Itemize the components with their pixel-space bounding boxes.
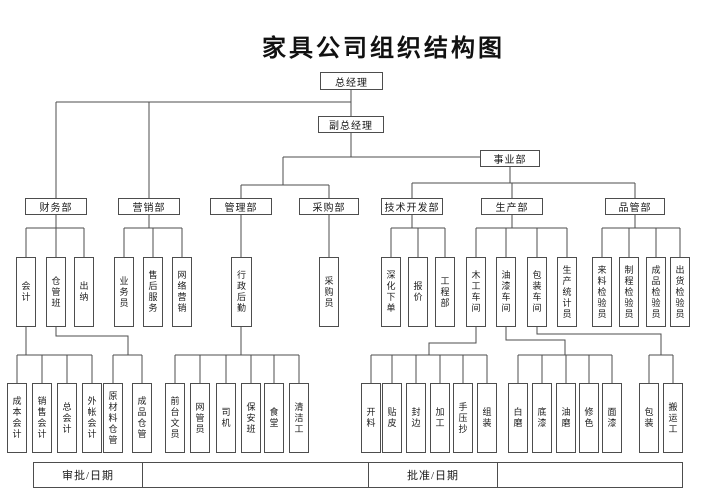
node-admin-logistics: 行政后勤 xyxy=(231,257,252,327)
node-woodwork-shop: 木工车间 xyxy=(466,257,486,327)
node-after-sales: 售后服务 xyxy=(143,257,163,327)
node-purchaser: 采购员 xyxy=(319,257,339,327)
node-finished-goods-warehouse: 成品仓管 xyxy=(132,383,152,453)
node-tech-dev-dept: 技术开发部 xyxy=(381,198,443,215)
review-date-value xyxy=(143,463,369,487)
approve-date-label: 批准/日期 xyxy=(369,463,498,487)
node-management-dept: 管理部 xyxy=(210,198,272,215)
node-business-division: 事业部 xyxy=(480,150,540,167)
node-production-dept: 生产部 xyxy=(481,198,543,215)
node-deputy-general-manager: 副总经理 xyxy=(318,116,384,133)
node-veneering: 贴皮 xyxy=(382,383,402,453)
node-machining: 加工 xyxy=(430,383,450,453)
node-primer: 底漆 xyxy=(532,383,552,453)
approve-date-value xyxy=(498,463,682,487)
node-sales-accountant: 销售会计 xyxy=(32,383,52,453)
node-external-accountant: 外帐会计 xyxy=(82,383,102,453)
node-marketing-dept: 营销部 xyxy=(118,198,180,215)
node-white-sanding: 白磨 xyxy=(508,383,528,453)
node-purchasing-dept: 采购部 xyxy=(299,198,359,215)
node-finished-inspector: 成品检验员 xyxy=(646,257,666,327)
node-network-admin: 网管员 xyxy=(190,383,210,453)
node-edge-banding: 封边 xyxy=(406,383,426,453)
node-driver: 司机 xyxy=(216,383,236,453)
node-quotation: 报价 xyxy=(408,257,428,327)
node-packing: 包装 xyxy=(639,383,659,453)
node-cost-accountant: 成本会计 xyxy=(7,383,27,453)
node-raw-material-warehouse: 原材料仓管 xyxy=(103,383,123,453)
node-front-desk-clerk: 前台文员 xyxy=(165,383,185,453)
node-order-detailing: 深化下单 xyxy=(381,257,401,327)
review-date-label: 审批/日期 xyxy=(34,463,143,487)
node-cutting: 开料 xyxy=(361,383,381,453)
node-finance-dept: 财务部 xyxy=(25,198,87,215)
node-topcoat: 面漆 xyxy=(602,383,622,453)
node-production-statistician: 生产统计员 xyxy=(557,257,577,327)
node-canteen: 食堂 xyxy=(264,383,284,453)
node-incoming-inspector: 来料检验员 xyxy=(592,257,612,327)
node-quality-dept: 品管部 xyxy=(605,198,665,215)
node-oil-sanding: 油磨 xyxy=(556,383,576,453)
node-hand-press: 手压抄 xyxy=(453,383,473,453)
node-cashier: 出纳 xyxy=(74,257,94,327)
node-engineering-dept: 工程部 xyxy=(435,257,455,327)
node-porter: 搬运工 xyxy=(663,383,683,453)
page-title: 家具公司组织结构图 xyxy=(262,36,505,62)
node-paint-shop: 油漆车间 xyxy=(496,257,516,327)
node-warehouse-team: 仓管班 xyxy=(46,257,66,327)
node-general-manager: 总经理 xyxy=(320,72,383,90)
node-security-team: 保安班 xyxy=(241,383,261,453)
node-color-touchup: 修色 xyxy=(579,383,599,453)
node-process-inspector: 制程检验员 xyxy=(619,257,639,327)
node-salesperson: 业务员 xyxy=(114,257,134,327)
approval-table: 审批/日期 批准/日期 xyxy=(33,462,683,488)
node-packaging-shop: 包装车间 xyxy=(527,257,547,327)
node-online-marketing: 网络营销 xyxy=(172,257,192,327)
node-shipping-inspector: 出货检验员 xyxy=(670,257,690,327)
node-accountant: 会计 xyxy=(16,257,36,327)
node-cleaner: 清洁工 xyxy=(289,383,309,453)
node-chief-accountant: 总会计 xyxy=(57,383,77,453)
node-assembly: 组装 xyxy=(477,383,497,453)
